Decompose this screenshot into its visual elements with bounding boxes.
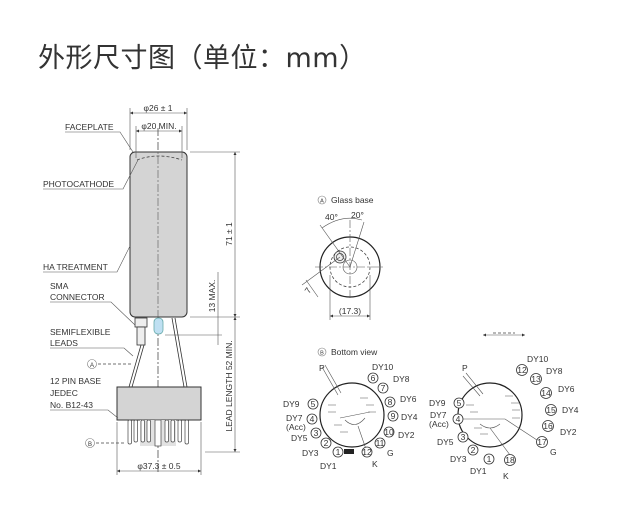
pin-number: 9 bbox=[391, 411, 396, 421]
glass-base-view: A Glass base 40° 20° 7 (17.3) bbox=[301, 195, 385, 320]
side-view: φ26 ± 1 φ20 MIN. 71 ± 1 13 MAX. LEAD LEN… bbox=[43, 103, 240, 475]
pin-number: 10 bbox=[384, 427, 394, 437]
label-ha-treatment: HA TREATMENT bbox=[43, 262, 108, 272]
pin-labels: P DY9 DY7 (Acc) DY5 DY3 DY1 K G DY2 DY4 … bbox=[429, 354, 579, 481]
pin-number: 5 bbox=[311, 399, 316, 409]
glass-tip bbox=[153, 317, 164, 335]
pin-label: DY10 bbox=[527, 354, 549, 364]
pin-number: 11 bbox=[376, 438, 385, 448]
dim-13-max: 13 MAX. bbox=[207, 280, 217, 313]
dim-photocathode-diameter: φ20 MIN. bbox=[141, 121, 176, 131]
pin-number: 16 bbox=[543, 421, 553, 431]
pin-label: DY7 bbox=[286, 413, 303, 423]
label-photocathode: PHOTOCATHODE bbox=[43, 179, 114, 189]
pin-number: 18 bbox=[505, 455, 515, 465]
pin-number: 2 bbox=[471, 445, 476, 455]
pin-label: DY9 bbox=[283, 399, 300, 409]
pin-number: 3 bbox=[314, 428, 319, 438]
label-base-3: No. B12-43 bbox=[50, 400, 93, 410]
pin-markers: 1 2 3 4 5 6 7 8 9 10 11 12 bbox=[306, 372, 399, 458]
pin-label: DY2 bbox=[398, 430, 415, 440]
pin-label: G bbox=[550, 447, 557, 457]
pin-label: DY5 bbox=[437, 437, 454, 447]
pin-label: DY2 bbox=[560, 427, 577, 437]
tube-body bbox=[129, 151, 188, 318]
pins bbox=[127, 419, 189, 447]
pin-number: 1 bbox=[487, 454, 492, 464]
pin-markers: 1 2 3 4 5 12 13 14 15 16 17 18 bbox=[452, 364, 557, 466]
pin-label: K bbox=[503, 471, 509, 481]
pin-number: 4 bbox=[456, 414, 461, 424]
pin-number: 12 bbox=[362, 447, 372, 457]
label-leads-1: SEMIFLEXIBLE bbox=[50, 327, 111, 337]
pin-number: 7 bbox=[381, 383, 386, 393]
pin-number: 5 bbox=[457, 398, 462, 408]
label-sma-2: CONNECTOR bbox=[50, 292, 105, 302]
pin-number: 13 bbox=[531, 374, 541, 384]
marker-b: B bbox=[320, 351, 324, 357]
pin-label: DY4 bbox=[401, 412, 418, 422]
pin-label: DY9 bbox=[429, 398, 446, 408]
marker-b: B bbox=[88, 442, 92, 448]
pin-number: 1 bbox=[336, 447, 341, 457]
pin-label: DY8 bbox=[546, 366, 563, 376]
pin-number: 12 bbox=[517, 365, 527, 375]
pin-label: DY5 bbox=[291, 433, 308, 443]
pin-label: DY7 bbox=[430, 410, 447, 420]
marker-a: A bbox=[90, 363, 94, 369]
photocathode-arc bbox=[136, 155, 183, 161]
pin-labels: P DY9 DY7 (Acc) DY5 DY3 DY1 K G DY2 DY4 … bbox=[283, 362, 418, 471]
label-sma-1: SMA bbox=[50, 281, 69, 291]
pin-label: (Acc) bbox=[429, 419, 449, 429]
pin-label: DY1 bbox=[320, 461, 337, 471]
marker-a: A bbox=[320, 199, 324, 205]
pin-label: DY6 bbox=[400, 394, 417, 404]
dim-7: 7 bbox=[302, 285, 313, 295]
pin-number: 8 bbox=[388, 397, 393, 407]
pin-label: DY4 bbox=[562, 405, 579, 415]
pin-label: DY8 bbox=[393, 374, 410, 384]
label-base-2: JEDEC bbox=[50, 388, 78, 398]
pin-number: 15 bbox=[546, 405, 556, 415]
pin-label: DY3 bbox=[302, 448, 319, 458]
bottom-view-left: B Bottom view 1 2 3 4 5 6 7 8 9 10 11 12… bbox=[283, 347, 418, 471]
pin-number: 4 bbox=[310, 414, 315, 424]
pin-number: 6 bbox=[371, 373, 376, 383]
dim-length: 71 ± 1 bbox=[224, 222, 234, 246]
label-base-1: 12 PIN BASE bbox=[50, 376, 101, 386]
pin-label: DY6 bbox=[558, 384, 575, 394]
pin-label: K bbox=[372, 459, 378, 469]
pin-number: 3 bbox=[461, 432, 466, 442]
pin-number: 14 bbox=[541, 388, 551, 398]
dim-lead-length: LEAD LENGTH 52 MIN. bbox=[224, 340, 234, 431]
pin-label: DY3 bbox=[450, 454, 467, 464]
lead bbox=[128, 344, 142, 388]
page-title: 外形尺寸图（单位：mm） bbox=[38, 43, 367, 74]
dim-17-3: (17.3) bbox=[339, 306, 361, 316]
glass-base-title: Glass base bbox=[331, 195, 374, 205]
pin-base bbox=[116, 386, 202, 421]
pin-number: 2 bbox=[324, 438, 329, 448]
label-faceplate: FACEPLATE bbox=[65, 122, 114, 132]
pin-label: P bbox=[462, 363, 468, 373]
angle-40: 40° bbox=[325, 212, 338, 222]
pin-label: G bbox=[387, 448, 394, 458]
pin-label: (Acc) bbox=[286, 422, 306, 432]
sma-connector bbox=[134, 317, 148, 328]
pin-label: P bbox=[319, 363, 325, 373]
bottom-view-right: 1 2 3 4 5 12 13 14 15 16 17 18 P DY9 DY7… bbox=[429, 332, 579, 481]
label-leads-2: LEADS bbox=[50, 338, 78, 348]
pin-number: 17 bbox=[537, 437, 547, 447]
dim-outer-diameter: φ26 ± 1 bbox=[143, 103, 172, 113]
pin-label: DY10 bbox=[372, 362, 394, 372]
angle-20: 20° bbox=[351, 210, 364, 220]
dim-base-diameter: φ37.3 ± 0.5 bbox=[137, 461, 181, 471]
pin-label: DY1 bbox=[470, 466, 487, 476]
bottom-view-title: Bottom view bbox=[331, 347, 378, 357]
